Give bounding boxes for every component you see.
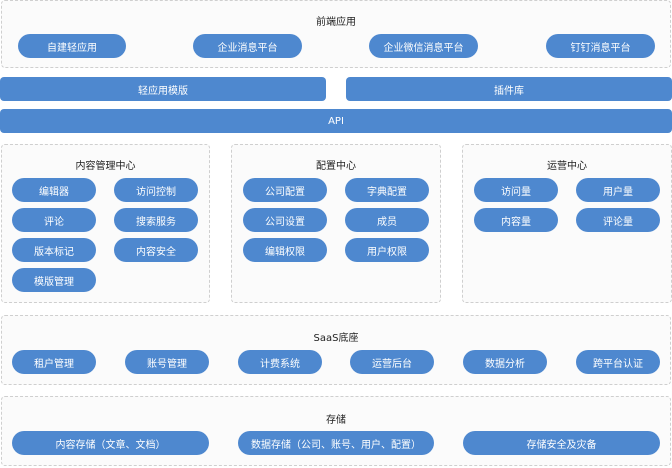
frontend-title: 前端应用 (316, 17, 356, 28)
config-item-members[interactable]: 成员 (345, 208, 429, 232)
config-item-edit-permission[interactable]: 编辑权限 (243, 238, 327, 262)
saas-item-cross-platform-auth[interactable]: 跨平台认证 (576, 350, 660, 374)
saas-item-account[interactable]: 账号管理 (125, 350, 209, 374)
saas-title: SaaS底座 (313, 333, 359, 344)
saas-item-billing[interactable]: 计费系统 (238, 350, 322, 374)
saas-item-data-analysis[interactable]: 数据分析 (463, 350, 547, 374)
content-item-version[interactable]: 版本标记 (12, 238, 96, 262)
ops-center-title: 运营中心 (547, 161, 587, 172)
content-item-comment[interactable]: 评论 (12, 208, 96, 232)
config-item-company-config[interactable]: 公司配置 (243, 178, 327, 202)
frontend-item-enterprise-message[interactable]: 企业消息平台 (193, 34, 302, 58)
ops-item-content-count[interactable]: 内容量 (474, 208, 558, 232)
ops-item-users[interactable]: 用户量 (576, 178, 660, 202)
ops-item-comment-count[interactable]: 评论量 (576, 208, 660, 232)
api-bar[interactable]: API (0, 109, 672, 133)
storage-title: 存储 (326, 415, 346, 426)
config-item-company-settings[interactable]: 公司设置 (243, 208, 327, 232)
content-item-security[interactable]: 内容安全 (114, 238, 198, 262)
content-center-title: 内容管理中心 (75, 161, 136, 172)
saas-item-tenant[interactable]: 租户管理 (12, 350, 96, 374)
storage-item-data[interactable]: 数据存储（公司、账号、用户、配置） (238, 431, 434, 455)
frontend-item-self-built-app[interactable]: 自建轻应用 (18, 34, 126, 58)
plugin-bar[interactable]: 插件库 (346, 77, 672, 101)
frontend-item-wechat-message[interactable]: 企业微信消息平台 (369, 34, 478, 58)
storage-item-content[interactable]: 内容存储（文章、文档） (12, 431, 209, 455)
template-bar[interactable]: 轻应用模版 (0, 77, 326, 101)
content-item-template-mgmt[interactable]: 模版管理 (12, 268, 96, 292)
content-item-search[interactable]: 搜索服务 (114, 208, 198, 232)
frontend-item-dingtalk-message[interactable]: 钉钉消息平台 (546, 34, 655, 58)
ops-item-visits[interactable]: 访问量 (474, 178, 558, 202)
saas-layer: SaaS底座 (1, 315, 671, 385)
content-item-editor[interactable]: 编辑器 (12, 178, 96, 202)
content-item-access-control[interactable]: 访问控制 (114, 178, 198, 202)
config-item-user-permission[interactable]: 用户权限 (345, 238, 429, 262)
saas-item-ops-backend[interactable]: 运营后台 (350, 350, 434, 374)
config-center-title: 配置中心 (316, 161, 356, 172)
config-item-dictionary[interactable]: 字典配置 (345, 178, 429, 202)
storage-item-security-backup[interactable]: 存储安全及灾备 (463, 431, 660, 455)
